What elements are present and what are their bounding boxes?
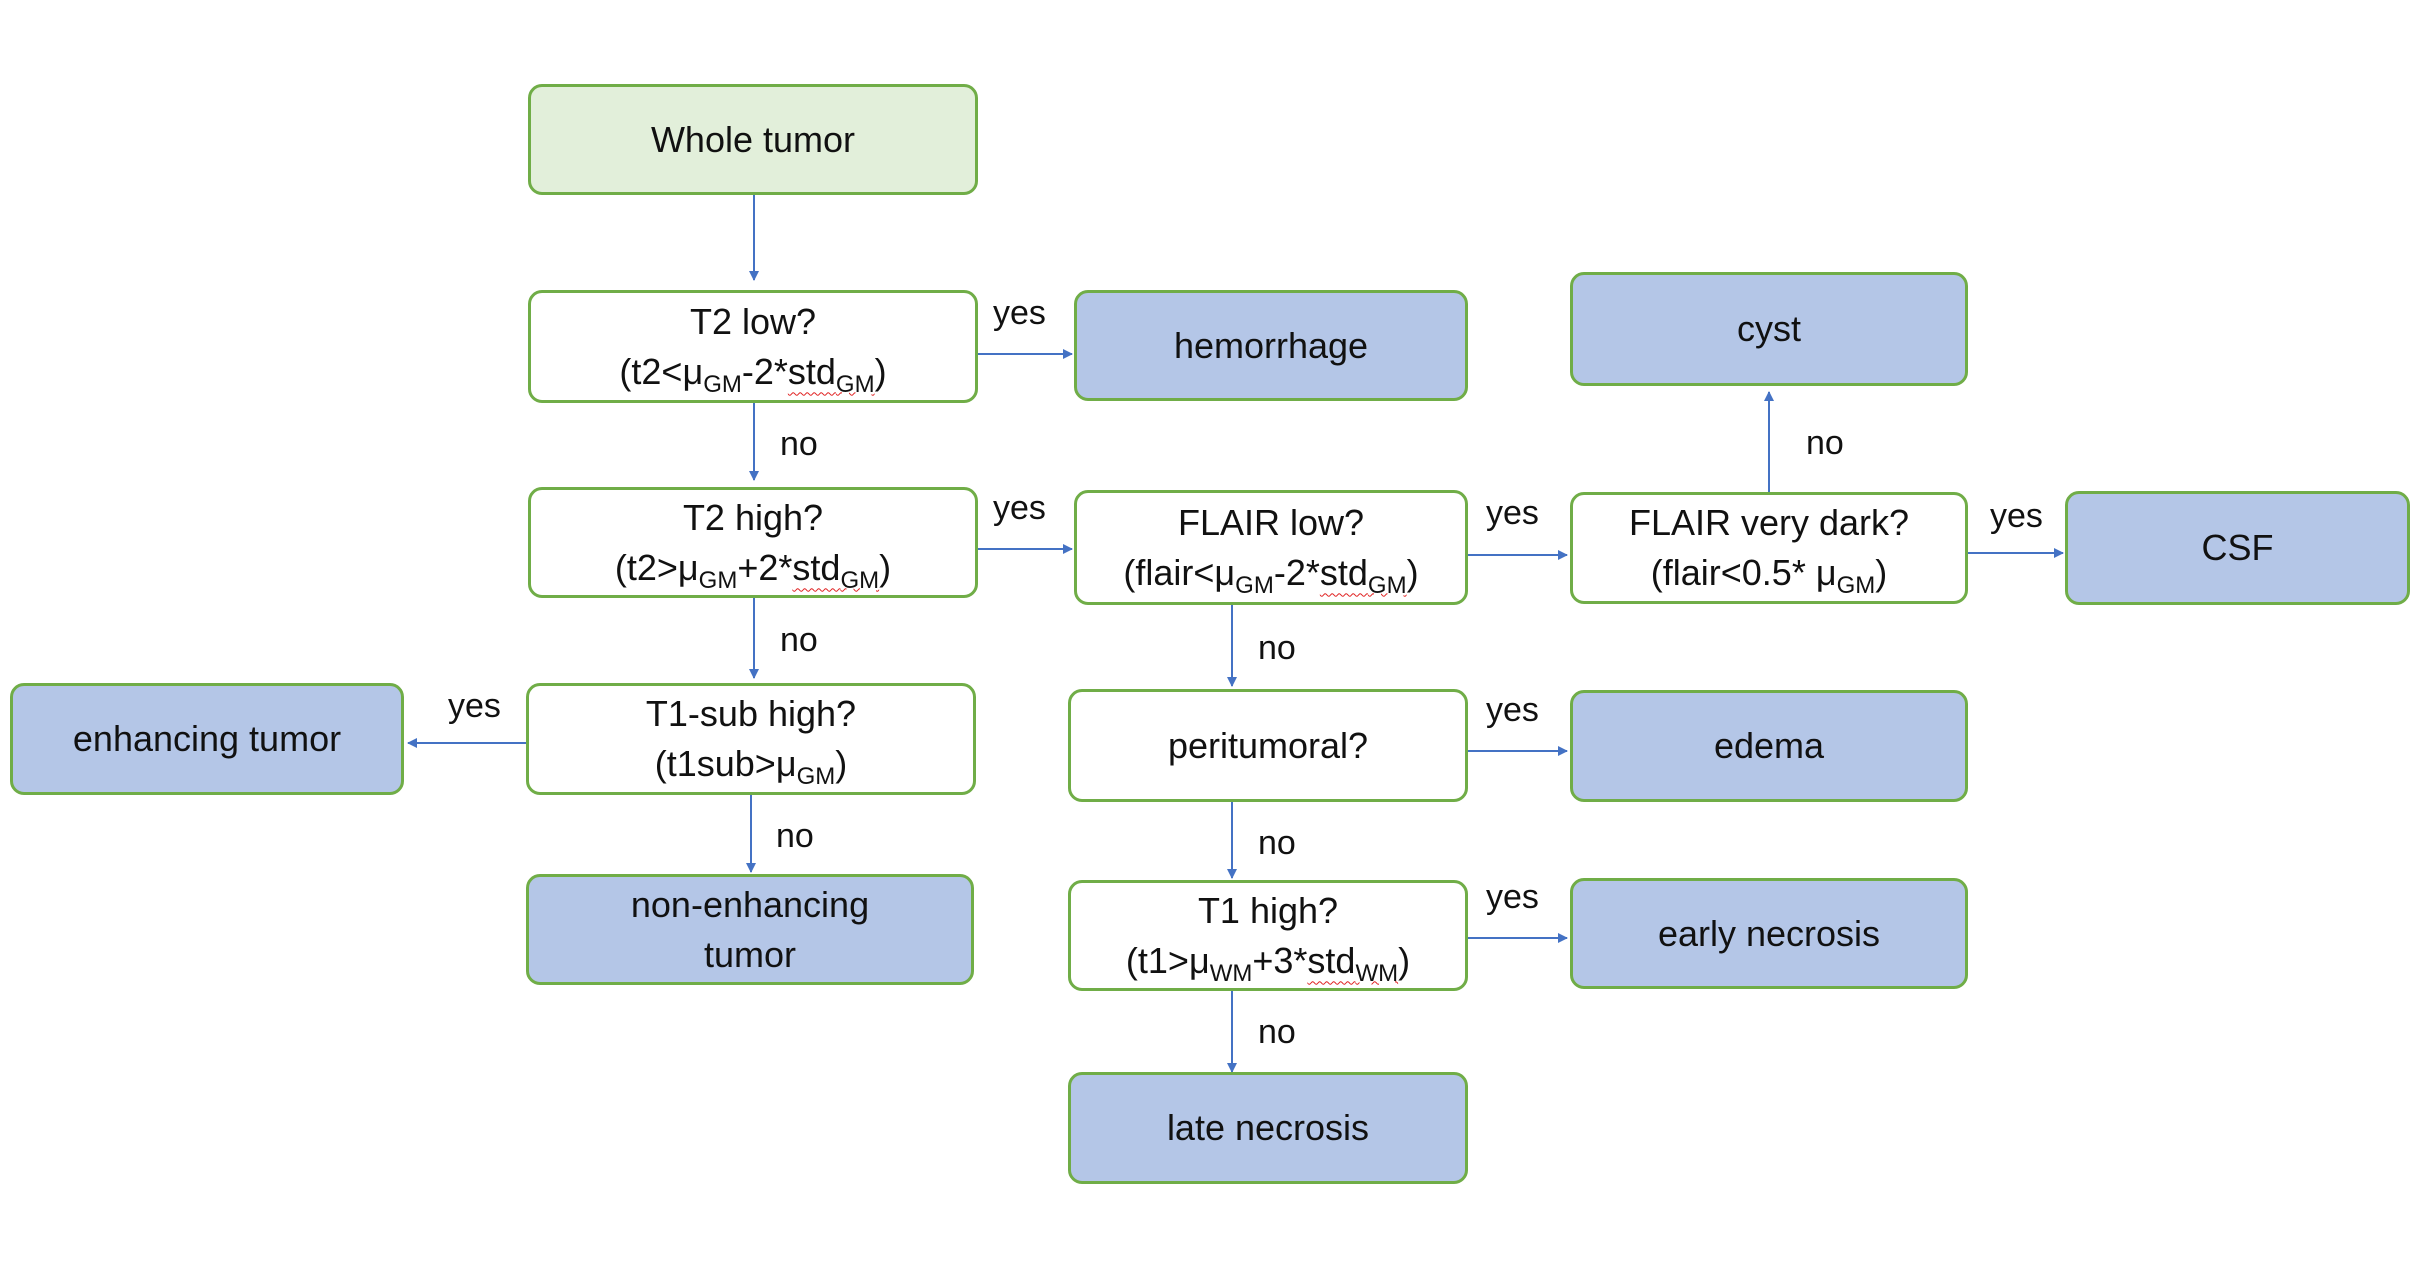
t1-high-condition: (t1>μWM+3*stdWM): [1125, 939, 1411, 987]
node-t1-high: T1 high? (t1>μWM+3*stdWM): [1068, 880, 1468, 991]
edge-label-t2-high-yes: yes: [993, 489, 1046, 527]
late-necrosis-label: late necrosis: [1166, 1107, 1370, 1148]
node-peritumoral: peritumoral?: [1068, 689, 1468, 802]
node-whole-tumor: Whole tumor: [528, 84, 978, 195]
flair-very-dark-question: FLAIR very dark?: [1628, 502, 1910, 543]
peritumoral-question: peritumoral?: [1167, 724, 1369, 766]
edge-label-flair-dark-yes: yes: [1990, 497, 2043, 535]
edge-label-t2-low-yes: yes: [993, 294, 1046, 332]
edge-label-peritumoral-no: no: [1258, 824, 1296, 862]
edge-label-flair-low-no: no: [1258, 629, 1296, 667]
edge-label-peritumoral-yes: yes: [1486, 691, 1539, 729]
enhancing-tumor-label: enhancing tumor: [72, 718, 342, 759]
node-flair-very-dark: FLAIR very dark? (flair<0.5* μGM): [1570, 492, 1968, 604]
edge-label-t1sub-no: no: [776, 817, 814, 855]
edema-label: edema: [1713, 725, 1825, 766]
node-non-enhancing-tumor: non-enhancing tumor: [526, 874, 974, 985]
edge-label-flair-low-yes: yes: [1486, 494, 1539, 532]
edge-label-t1-high-no: no: [1258, 1013, 1296, 1051]
node-cyst: cyst: [1570, 272, 1968, 386]
t2-low-condition: (t2<μGM-2*stdGM): [619, 350, 887, 398]
t1sub-high-question: T1-sub high?: [645, 693, 857, 734]
non-enhancing-tumor-line1: non-enhancing: [630, 883, 870, 925]
edge-label-t1sub-yes: yes: [448, 687, 501, 725]
node-flair-low: FLAIR low? (flair<μGM-2*stdGM): [1074, 490, 1468, 605]
cyst-label: cyst: [1736, 308, 1801, 349]
edge-label-t1-high-yes: yes: [1486, 878, 1539, 916]
non-enhancing-tumor-line2: tumor: [703, 933, 797, 975]
flair-low-question: FLAIR low?: [1177, 501, 1365, 543]
t2-high-question: T2 high?: [682, 496, 824, 538]
node-t1sub-high: T1-sub high? (t1sub>μGM): [526, 683, 976, 795]
edge-label-t2-low-no: no: [780, 425, 818, 463]
node-t2-high: T2 high? (t2>μGM+2*stdGM): [528, 487, 978, 598]
hemorrhage-label: hemorrhage: [1173, 324, 1369, 366]
t2-low-question: T2 low?: [689, 300, 817, 342]
t2-high-condition: (t2>μGM+2*stdGM): [614, 546, 892, 594]
node-hemorrhage: hemorrhage: [1074, 290, 1468, 401]
node-t2-low: T2 low? (t2<μGM-2*stdGM): [528, 290, 978, 403]
flair-very-dark-condition: (flair<0.5* μGM): [1650, 552, 1888, 599]
t1sub-high-condition: (t1sub>μGM): [654, 743, 848, 790]
node-enhancing-tumor: enhancing tumor: [10, 683, 404, 795]
node-edema: edema: [1570, 690, 1968, 802]
edge-label-flair-dark-no: no: [1806, 424, 1844, 462]
node-late-necrosis: late necrosis: [1068, 1072, 1468, 1184]
edge-label-t2-high-no: no: [780, 621, 818, 659]
flair-low-condition: (flair<μGM-2*stdGM): [1123, 551, 1419, 599]
early-necrosis-label: early necrosis: [1657, 912, 1881, 954]
t1-high-question: T1 high?: [1197, 889, 1339, 931]
csf-label: CSF: [2201, 527, 2274, 568]
node-csf: CSF: [2065, 491, 2410, 605]
node-whole-tumor-label: Whole tumor: [650, 118, 856, 160]
node-early-necrosis: early necrosis: [1570, 878, 1968, 989]
